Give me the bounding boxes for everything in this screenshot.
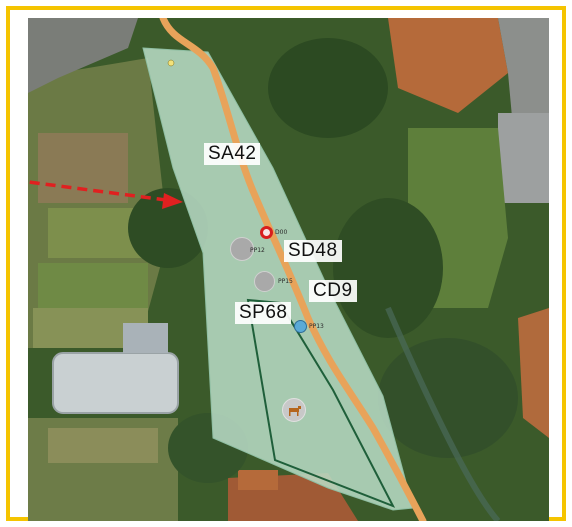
marker-label-pp15: PP15 bbox=[278, 278, 293, 285]
map-overlay bbox=[28, 18, 427, 521]
marker-label-pp13: PP13 bbox=[309, 323, 324, 330]
red-ring-marker-icon[interactable] bbox=[260, 226, 273, 239]
tree-stump-icon[interactable] bbox=[230, 237, 254, 261]
plot-label-cd9[interactable]: CD9 bbox=[309, 280, 357, 302]
satellite-map[interactable]: SA42 SD48 CD9 SP68 D00 PP12 PP15 PP13 bbox=[28, 18, 549, 521]
yellow-point-icon[interactable] bbox=[167, 59, 175, 67]
plot-label-sp68[interactable]: SP68 bbox=[235, 302, 292, 324]
animal-icon[interactable] bbox=[282, 398, 306, 422]
tree-stump-icon[interactable] bbox=[254, 271, 275, 292]
plot-label-sa42[interactable]: SA42 bbox=[204, 143, 261, 165]
pointer-arrowhead-icon bbox=[162, 193, 183, 209]
plot-label-sd48[interactable]: SD48 bbox=[284, 240, 342, 262]
blue-tree-icon[interactable] bbox=[294, 320, 307, 333]
animal-glyph-icon bbox=[289, 406, 301, 416]
marker-label-d00: D00 bbox=[275, 229, 288, 236]
road bbox=[159, 18, 427, 521]
pointer-arrow-line bbox=[28, 180, 167, 202]
marker-label-pp12: PP12 bbox=[250, 247, 265, 254]
